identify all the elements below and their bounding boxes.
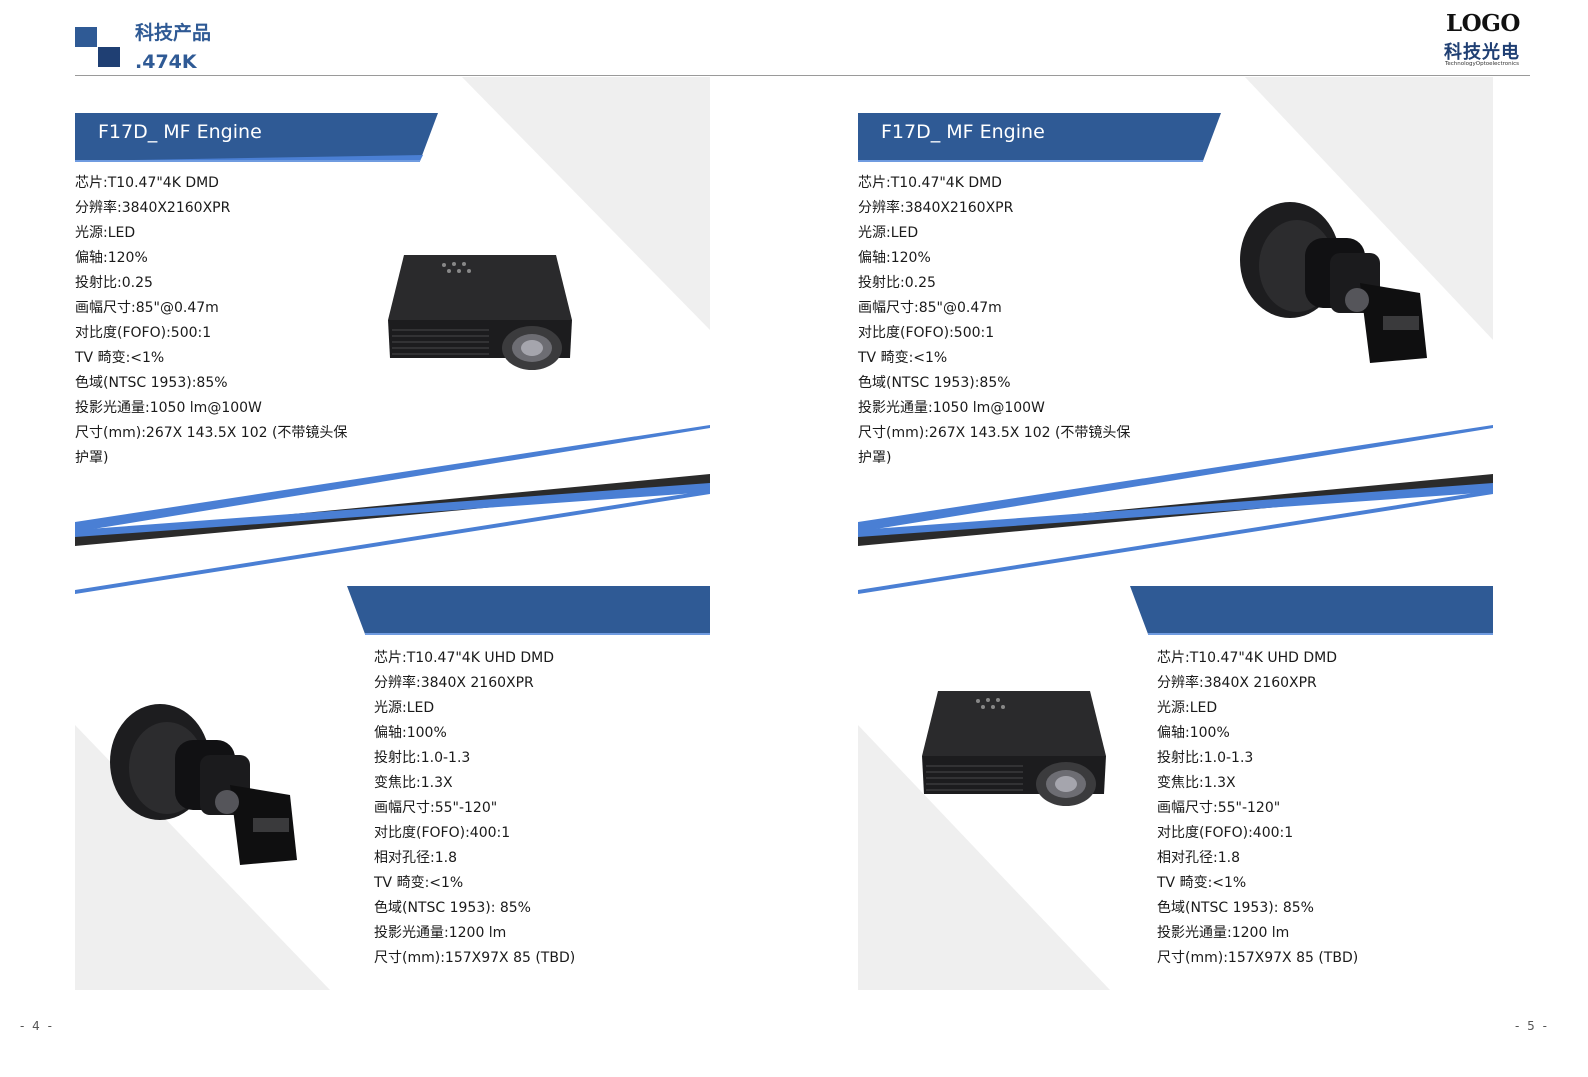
spec-item: TV 畸变:<1% [1157,875,1247,891]
spec-item: 投影光通量:1200 lm [374,925,507,941]
logo-word: LOGO [1446,10,1520,37]
spec-item: 分辨率:3840X2160XPR [858,200,1014,216]
spec-item: 光源:LED [374,700,435,716]
header-subtitle: .474K [135,51,197,73]
spec-item: 光源:LED [75,225,136,241]
spec-item: TV 畸变:<1% [858,350,948,366]
spec-item: 色域(NTSC 1953): 85% [1157,900,1314,916]
spec-item: 画幅尺寸:55"-120" [1157,800,1281,816]
spec-item: 对比度(FOFO):400:1 [374,825,511,841]
header-square-icon [75,27,97,47]
spec-item: 色域(NTSC 1953):85% [858,375,1011,391]
logo-chinese: 科技光电 [1444,42,1520,63]
spec-item: 尺寸(mm):267X 143.5X 102 (不带镜头保护罩) [75,425,348,466]
spec-item: 相对孔径:1.8 [1157,850,1240,866]
spec-item: 分辨率:3840X2160XPR [75,200,231,216]
banner-title: F17D_ MF Engine [881,121,1045,143]
spec-item: 芯片:T10.47"4K DMD [75,175,219,191]
spec-item: 画幅尺寸:55"-120" [374,800,498,816]
spec-item: 尺寸(mm):157X97X 85 (TBD) [374,950,576,966]
spec-list: 芯片:T10.47"4K UHD DMD 分辨率:3840X 2160XPR 光… [1157,646,1457,971]
spec-item: 相对孔径:1.8 [374,850,457,866]
page-number: - 4 - [20,1019,54,1033]
spec-item: 变焦比:1.3X [1157,775,1236,791]
spec-item: 变焦比:1.3X [374,775,453,791]
projector-icon [922,691,1106,806]
spec-item: 画幅尺寸:85"@0.47m [858,300,1002,316]
spec-item: 投影光通量:1050 lm@100W [75,400,262,416]
header-divider [75,75,1530,76]
spec-item: 分辨率:3840X 2160XPR [1157,675,1317,691]
spec-item: 投射比:1.0-1.3 [374,750,471,766]
lens-engine-icon [1240,202,1427,363]
spec-item: 芯片:T10.47"4K DMD [858,175,1002,191]
spec-item: 分辨率:3840X 2160XPR [374,675,534,691]
spec-item: 对比度(FOFO):500:1 [75,325,212,341]
header-square-icon [98,47,120,67]
spec-item: 尺寸(mm):157X97X 85 (TBD) [1157,950,1359,966]
spec-item: 偏轴:100% [1157,725,1230,741]
spec-list: 芯片:T10.47"4K DMD 分辨率:3840X2160XPR 光源:LED… [75,171,360,471]
spec-item: 投影光通量:1200 lm [1157,925,1290,941]
lens-engine-icon [110,704,297,865]
page-number: - 5 - [1515,1019,1549,1033]
spec-item: 投射比:0.25 [75,275,153,291]
spec-item: 芯片:T10.47"4K UHD DMD [1157,650,1337,666]
spec-item: 投射比:0.25 [858,275,936,291]
spec-item: 偏轴:120% [75,250,148,266]
spec-item: 画幅尺寸:85"@0.47m [75,300,219,316]
spec-item: 偏轴:100% [374,725,447,741]
spec-item: 投射比:1.0-1.3 [1157,750,1254,766]
spec-item: 对比度(FOFO):400:1 [1157,825,1294,841]
spec-item: TV 畸变:<1% [75,350,165,366]
spec-item: 投影光通量:1050 lm@100W [858,400,1045,416]
spec-item: 芯片:T10.47"4K UHD DMD [374,650,554,666]
logo-english: TechnologyOptoelectronics [1444,61,1520,67]
spec-item: 对比度(FOFO):500:1 [858,325,995,341]
spec-item: 光源:LED [858,225,919,241]
spec-item: 色域(NTSC 1953): 85% [374,900,531,916]
spec-item: 偏轴:120% [858,250,931,266]
spec-list: 芯片:T10.47"4K DMD 分辨率:3840X2160XPR 光源:LED… [858,171,1143,471]
banner-title: F17D_ MF Engine [98,121,262,143]
header-title: 科技产品 [135,22,212,44]
spec-item: 尺寸(mm):267X 143.5X 102 (不带镜头保护罩) [858,425,1131,466]
spec-item: 色域(NTSC 1953):85% [75,375,228,391]
spec-item: 光源:LED [1157,700,1218,716]
projector-icon [388,255,572,370]
spec-item: TV 畸变:<1% [374,875,464,891]
spec-list: 芯片:T10.47"4K UHD DMD 分辨率:3840X 2160XPR 光… [374,646,674,971]
